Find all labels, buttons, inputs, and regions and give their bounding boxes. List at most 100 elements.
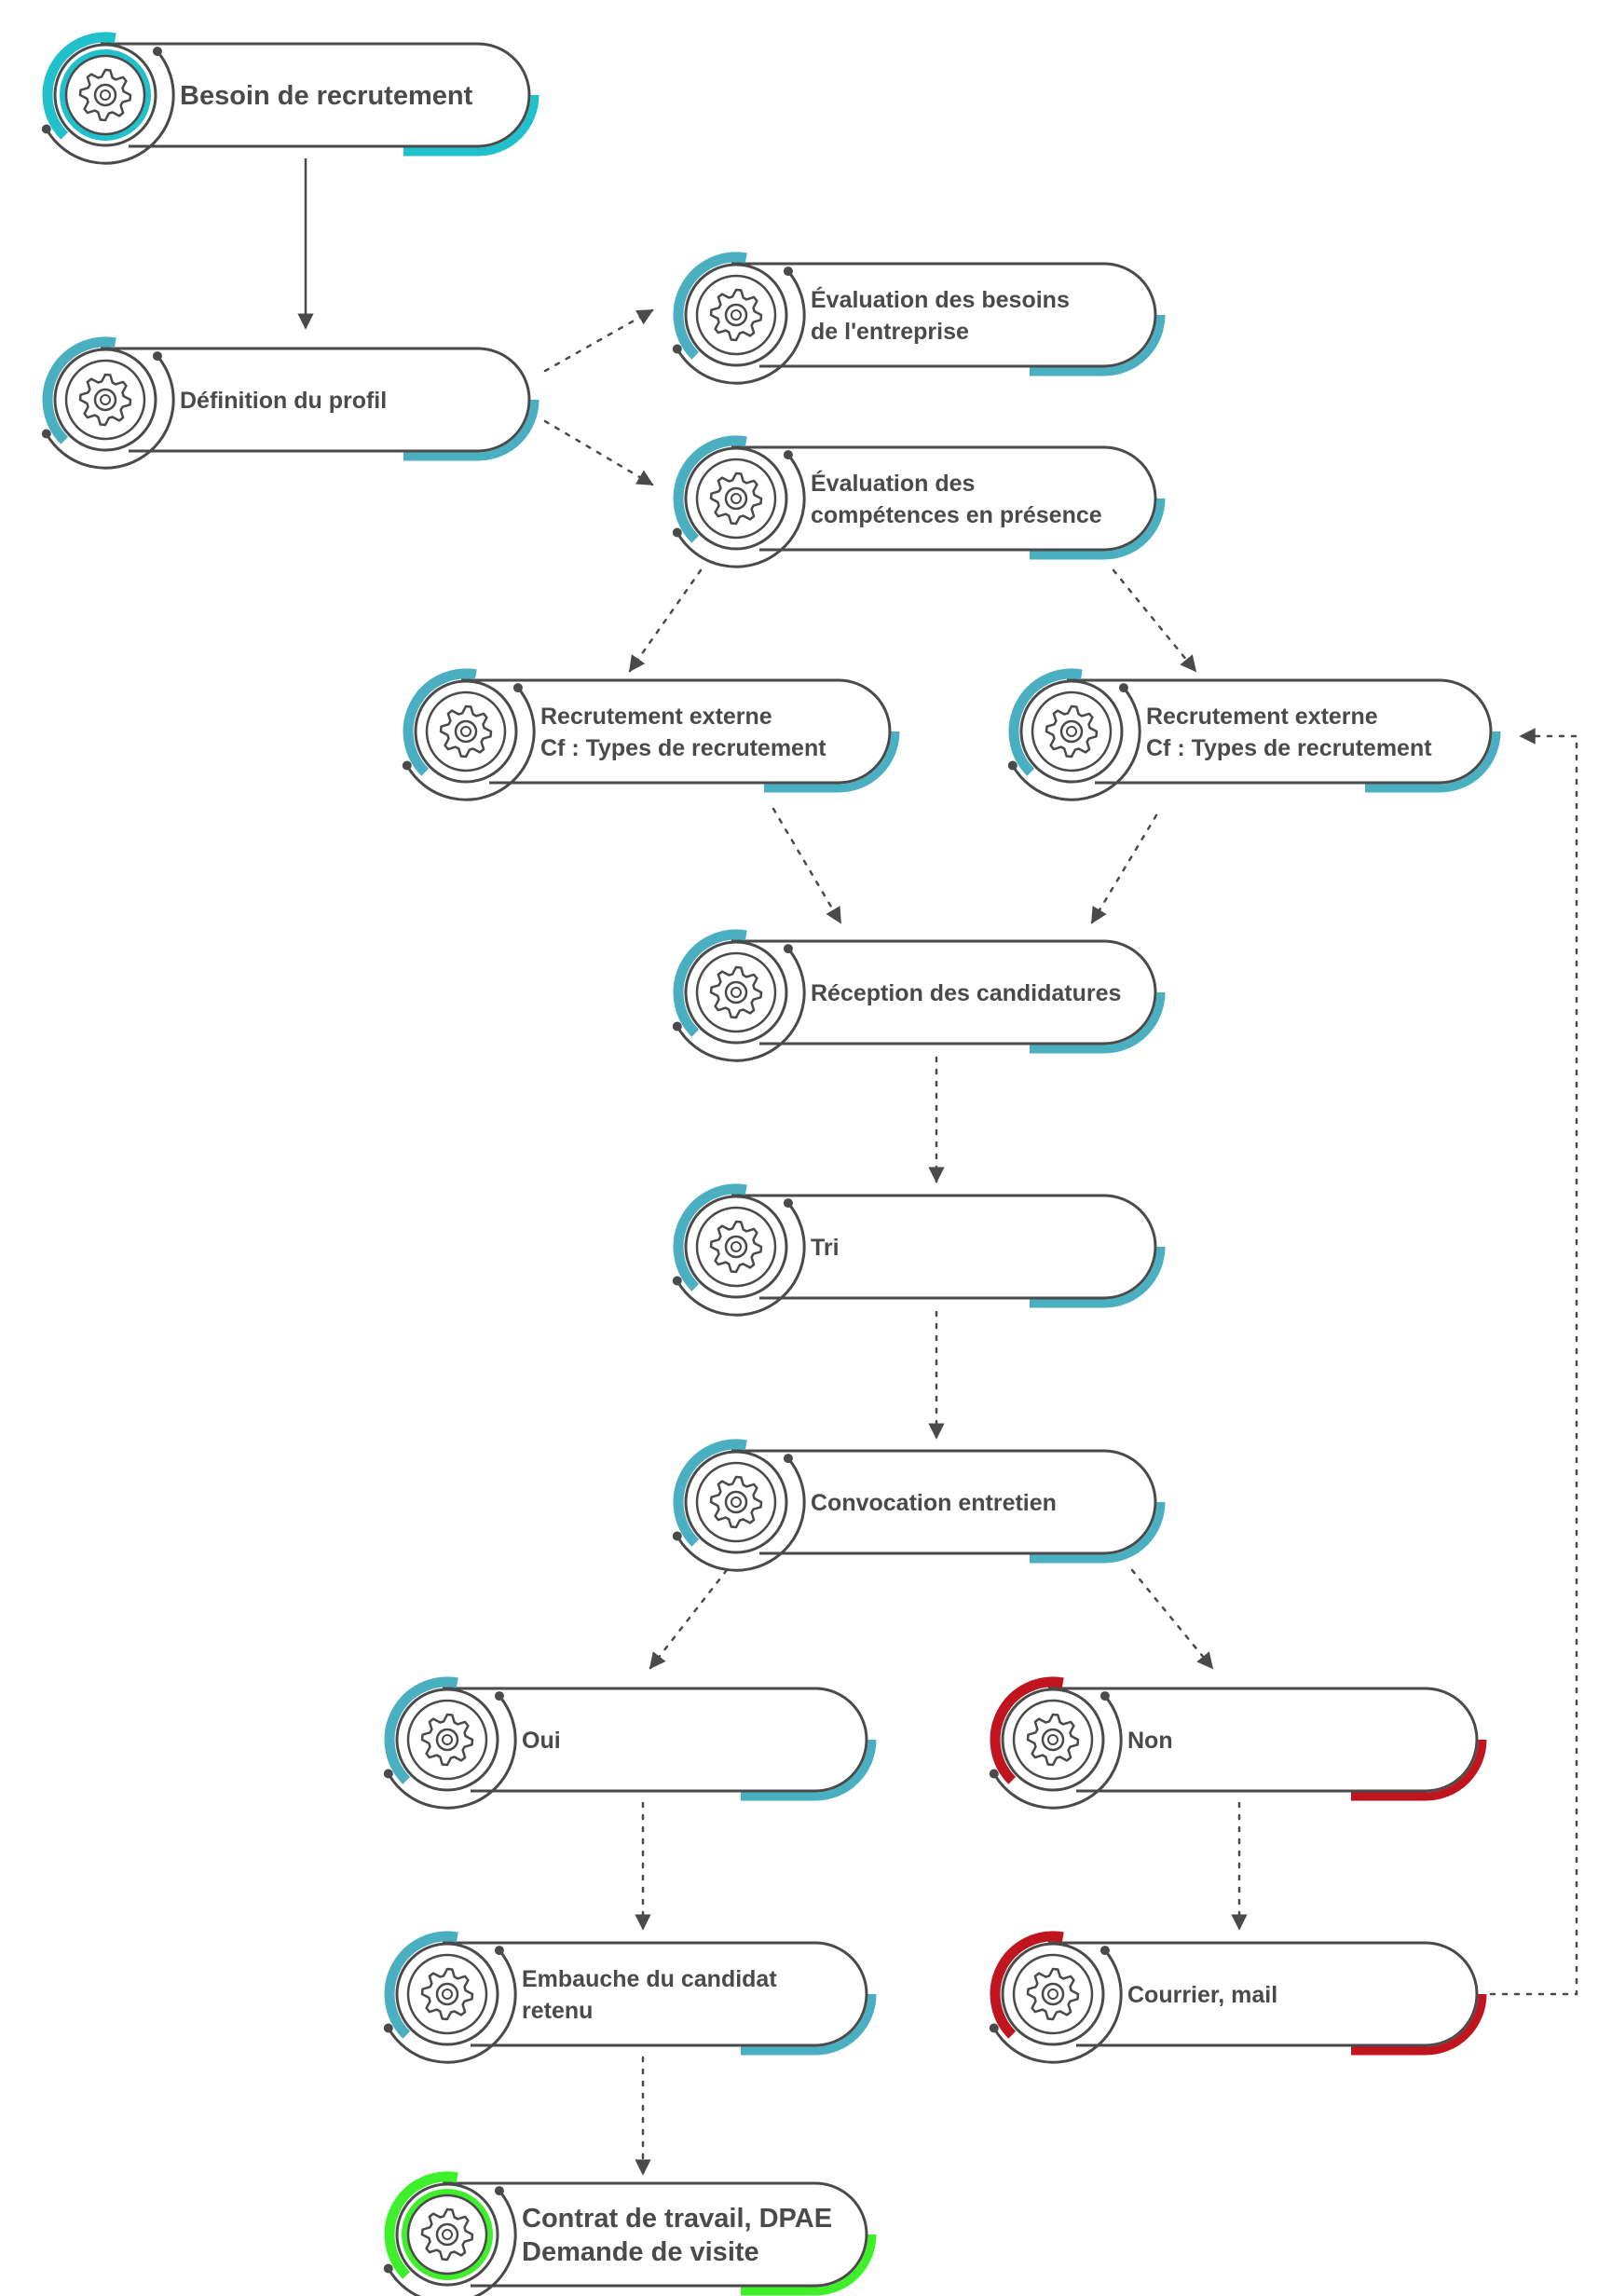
node-label-line: Convocation entretien	[811, 1490, 1057, 1516]
node-accent-band	[1030, 1501, 1166, 1564]
node-accent-arc	[673, 1183, 747, 1292]
node-ring-dot	[383, 2023, 393, 2033]
node-pill-outline	[731, 262, 1157, 368]
node-inner-circle	[395, 2182, 499, 2287]
gear-icon	[1045, 704, 1099, 758]
node-accent-arc	[673, 252, 747, 360]
node-pill-outline	[731, 1449, 1157, 1555]
node-besoin: Besoin de recrutement	[41, 32, 539, 165]
node-pill-outline	[1048, 1941, 1479, 2047]
node-accent-arc	[990, 1676, 1064, 1784]
node-label-line: Recrutement externe	[540, 704, 772, 730]
node-outer-ring	[387, 1949, 517, 2064]
node-accent-band	[403, 399, 539, 461]
node-inner-ring	[1012, 1953, 1094, 2035]
node-accent-band	[1030, 1246, 1166, 1308]
gear-icon	[78, 68, 132, 122]
node-label-line: Courrier, mail	[1127, 1982, 1277, 2008]
node-accent-band	[1030, 498, 1166, 560]
node-inner-ring	[425, 690, 507, 772]
node-pill-outline	[461, 678, 892, 785]
node-inner-ring	[406, 2194, 488, 2276]
node-inner-ring	[695, 458, 777, 540]
node-accent-arc	[673, 929, 747, 1037]
node-label-line: Oui	[522, 1728, 561, 1754]
node-outer-ring	[676, 948, 806, 1062]
node-accent-band	[1030, 314, 1166, 376]
node-pill-outline	[101, 42, 531, 148]
node-pill-outline	[731, 939, 1157, 1046]
node-inner-circle	[395, 1688, 499, 1792]
node-pill-outline	[443, 1941, 868, 2047]
node-inner-ring	[64, 359, 146, 441]
node-ring-dot	[1118, 683, 1128, 693]
node-ring-dot	[783, 266, 793, 277]
node-definition: Définition du profil	[41, 336, 539, 470]
node-label-line: Recrutement externe	[1146, 704, 1378, 730]
node-inner-circle	[1001, 1942, 1105, 2046]
node-emphasis-ring	[402, 2189, 493, 2280]
node-inner-circle	[684, 940, 788, 1045]
node-ring-dot	[1007, 760, 1018, 771]
node-outer-ring	[405, 687, 536, 801]
node-outer-ring	[1011, 687, 1141, 801]
node-accent-band	[741, 1993, 877, 2056]
node-pill-outline	[731, 445, 1157, 552]
node-outer-ring	[676, 1202, 806, 1317]
node-inner-ring	[406, 1953, 488, 2035]
edge-definition-to-eval-competences	[543, 419, 654, 486]
node-ring-dot	[494, 1691, 504, 1702]
node-inner-circle	[684, 1450, 788, 1554]
node-outer-ring	[45, 50, 175, 165]
node-outer-ring	[676, 454, 806, 568]
node-pill-outline	[731, 1194, 1157, 1300]
node-non: Non	[989, 1676, 1487, 1810]
node-ring-dot	[383, 2263, 393, 2274]
node-ring-dot	[672, 1021, 682, 1032]
node-ring-dot	[1099, 1946, 1110, 1956]
node-inner-ring	[695, 274, 777, 356]
node-outer-ring	[387, 1695, 517, 1810]
node-inner-circle	[395, 1942, 499, 2046]
node-outer-ring	[992, 1695, 1123, 1810]
gear-icon	[420, 2207, 474, 2262]
gear-icon	[709, 472, 763, 526]
node-ring-dot	[494, 2186, 504, 2196]
gear-icon	[709, 1475, 763, 1529]
node-accent-band	[1030, 991, 1166, 1054]
node-label-line: Embauche du candidat	[522, 1966, 777, 1992]
node-ring-dot	[152, 47, 162, 57]
node-accent-band	[741, 2234, 877, 2296]
node-ring-dot	[672, 1531, 682, 1541]
node-outer-ring	[676, 1457, 806, 1572]
node-label-line: Contrat de travail, DPAE	[522, 2204, 832, 2234]
node-accent-arc	[384, 1676, 458, 1784]
node-courrier: Courrier, mail	[989, 1931, 1487, 2064]
gear-icon	[78, 373, 132, 427]
node-label-line: Évaluation des	[811, 470, 975, 497]
node-accent-band	[1351, 1993, 1487, 2056]
node-inner-circle	[684, 1195, 788, 1299]
node-label-line: de l'entreprise	[811, 319, 969, 345]
node-label-line: Cf : Types de recrutement	[540, 735, 826, 761]
node-accent-arc	[673, 435, 747, 543]
node-accent-arc	[42, 336, 116, 444]
node-outer-ring	[45, 355, 175, 470]
gear-icon	[709, 1220, 763, 1274]
node-tri: Tri	[672, 1183, 1166, 1317]
node-eval-competences: Évaluation des compétences en présence	[672, 435, 1166, 568]
edge-definition-to-eval-besoins	[543, 308, 654, 373]
node-label-line: compétences en présence	[811, 502, 1102, 528]
node-recrutement-externe-1: Recrutement externe Cf : Types de recrute…	[402, 668, 900, 801]
node-oui: Oui	[383, 1676, 877, 1810]
edge-courrier-to-recrutement-externe-2	[1489, 728, 1578, 1996]
node-label-line: Non	[1127, 1728, 1173, 1754]
node-ring-dot	[989, 2023, 999, 2033]
gear-icon	[709, 965, 763, 1019]
node-ring-dot	[783, 944, 793, 954]
gear-icon	[709, 288, 763, 342]
edges-layer	[297, 158, 1578, 2176]
node-accent-band	[741, 1739, 877, 1801]
